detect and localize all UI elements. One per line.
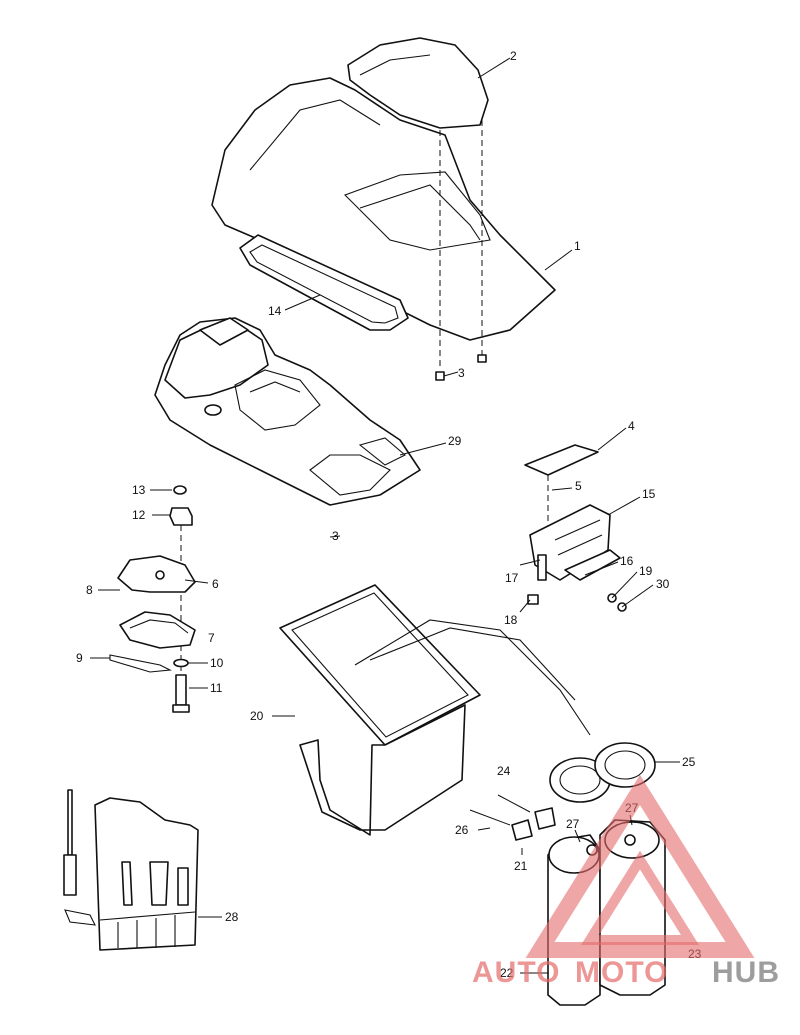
leader-lines [90, 57, 680, 974]
callout-29: 29 [448, 434, 462, 448]
callout-5: 5 [575, 479, 582, 493]
cover-lid [347, 37, 489, 129]
wire-clip [109, 654, 172, 673]
callout-25: 25 [682, 755, 696, 769]
callout-28: 28 [225, 910, 239, 924]
callout-22: 22 [500, 966, 514, 980]
callout-24: 24 [497, 764, 511, 778]
callout-8: 8 [86, 583, 93, 597]
base-plate [154, 317, 421, 506]
latch-plate [117, 555, 196, 593]
callout-16: 16 [620, 554, 634, 568]
callout-15: 15 [642, 487, 656, 501]
callout-7: 7 [208, 631, 215, 645]
callout-2: 2 [510, 49, 517, 63]
callout-26: 26 [455, 823, 469, 837]
callout-13: 13 [132, 483, 146, 497]
callout-12: 12 [132, 508, 146, 522]
callout-10: 10 [210, 656, 224, 670]
callout-14: 14 [268, 304, 282, 318]
callout-1: 1 [574, 239, 581, 253]
callout-9: 9 [76, 651, 83, 665]
watermark-text-moto: MOTO [575, 956, 668, 989]
nut-and-clip [169, 485, 193, 680]
screw-pair-upper [435, 120, 487, 381]
callout-20: 20 [250, 709, 264, 723]
tool-kit [63, 789, 199, 951]
callout-3-upper: 3 [458, 366, 465, 380]
callout-17: 17 [505, 571, 519, 585]
callout-6: 6 [212, 577, 219, 591]
watermark-text-hub: HUB [712, 956, 780, 989]
callout-11: 11 [210, 681, 223, 695]
callout-27-left: 27 [566, 817, 580, 831]
callout-18: 18 [504, 613, 518, 627]
cup-holders [547, 742, 666, 1006]
bracket-assembly [524, 444, 627, 612]
storage-bin [279, 584, 591, 836]
seal-gasket [239, 234, 409, 331]
callout-30: 30 [656, 577, 670, 591]
callout-21: 21 [514, 859, 528, 873]
callout-19: 19 [639, 564, 653, 578]
small-plates [469, 794, 556, 841]
watermark-text-auto: AUTO [472, 956, 560, 989]
watermark-logo: AUTO MOTO HUB [472, 774, 780, 989]
callout-3-lower: 3 [332, 529, 339, 543]
callout-4: 4 [628, 419, 635, 433]
latch-body [119, 611, 196, 649]
